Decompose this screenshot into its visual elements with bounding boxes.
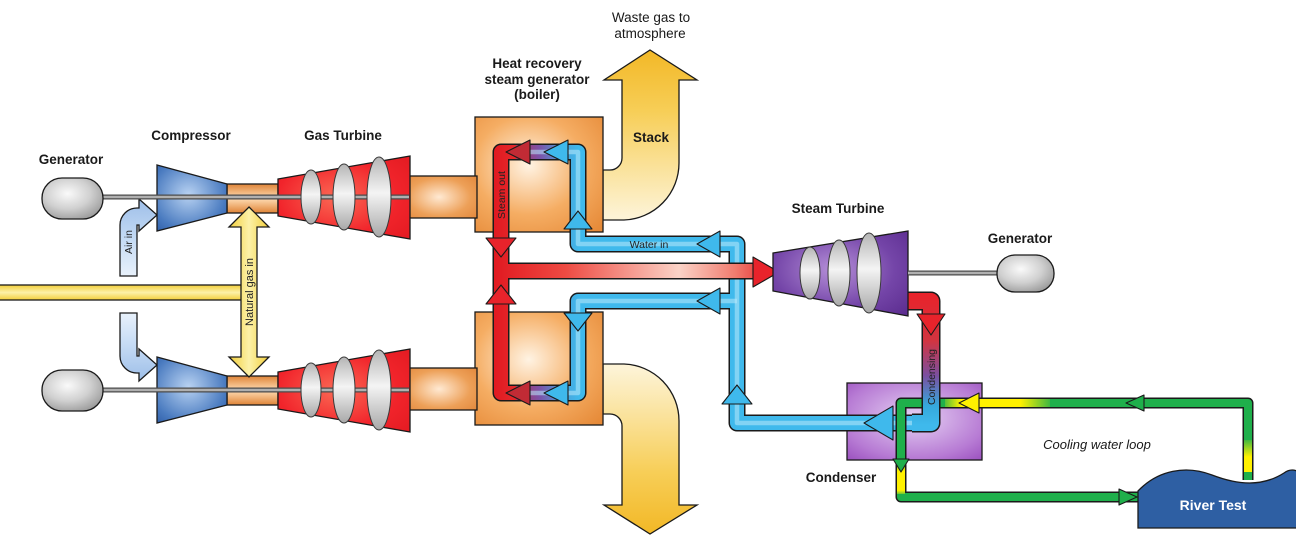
- natural-gas-pipe: [0, 284, 248, 301]
- steam-turbine-blades: [799, 232, 882, 314]
- water-in-chevron-top: [696, 230, 721, 258]
- steam-arrow-boiler-bottom: [505, 380, 531, 406]
- generator-left-label: Generator: [39, 152, 104, 167]
- hrsg-label-line2: steam generator: [484, 72, 590, 87]
- river: [1137, 469, 1296, 529]
- water-chevron-up: [563, 210, 593, 230]
- condenser-label: Condenser: [806, 470, 877, 485]
- condensate-chevron-left: [863, 405, 894, 441]
- generator-bottom-left: [41, 369, 104, 412]
- exhaust-duct-top: [407, 175, 478, 219]
- gas-turbine-blades-bottom: [300, 349, 392, 431]
- cooling-water-loop: [892, 392, 1254, 506]
- cooling-chevron-down: [892, 458, 910, 473]
- condensing-pipe: [908, 291, 946, 433]
- steam-arrow-boiler-top: [505, 139, 531, 165]
- cooling-chevron-yellow: [958, 392, 980, 414]
- steam-out-label: Steam out: [496, 171, 508, 219]
- condensing-chevron-down: [916, 313, 946, 336]
- exhaust-duct-bottom: [407, 367, 478, 411]
- hrsg-label-line1: Heat recovery: [492, 56, 582, 71]
- natural-gas-in-label: Natural gas in: [244, 258, 256, 326]
- cooling-chevron-right: [1118, 488, 1138, 506]
- riser-chevron-up: [721, 384, 753, 405]
- air-in-label: Air in: [123, 230, 135, 254]
- condensing-label: Condensing: [926, 349, 938, 405]
- air-in-arrow-bottom: [119, 312, 158, 383]
- stack-arrow-top: [601, 49, 700, 221]
- air-in-arrow-top: [119, 197, 158, 277]
- waste-gas-label-line1: Waste gas to: [612, 10, 690, 25]
- gas-turbine-blades-top: [300, 156, 392, 238]
- water-chevron-boiler-bottom: [543, 380, 569, 406]
- cooling-chevron-left: [1125, 394, 1145, 412]
- generator-right-label: Generator: [988, 231, 1053, 246]
- generator-right: [996, 254, 1055, 293]
- steam-out-chevron-down: [485, 237, 517, 258]
- water-chevron-down: [563, 312, 593, 332]
- steam-inlet-arrowhead: [752, 256, 780, 288]
- stack-arrow-bottom: [601, 363, 700, 535]
- river-label: River Test: [1180, 497, 1247, 513]
- generator-top-left: [41, 177, 104, 220]
- water-circuit: [508, 139, 926, 441]
- gas-turbine-label: Gas Turbine: [304, 128, 382, 143]
- steam-out-chevron-up: [485, 284, 517, 305]
- steam-circuit: [485, 139, 780, 406]
- water-in-label: Water in: [630, 239, 669, 251]
- stack-label: Stack: [633, 130, 670, 145]
- cooling-water-loop-label: Cooling water loop: [1043, 437, 1151, 452]
- hrsg-label-line3: (boiler): [514, 87, 560, 102]
- waste-gas-label-line2: atmosphere: [614, 26, 685, 41]
- water-chevron-boiler-top: [543, 139, 569, 165]
- natural-gas-arrow: [227, 206, 271, 378]
- water-in-chevron-bottom: [696, 287, 721, 315]
- steam-turbine-label: Steam Turbine: [792, 201, 885, 216]
- compressor-label: Compressor: [151, 128, 231, 143]
